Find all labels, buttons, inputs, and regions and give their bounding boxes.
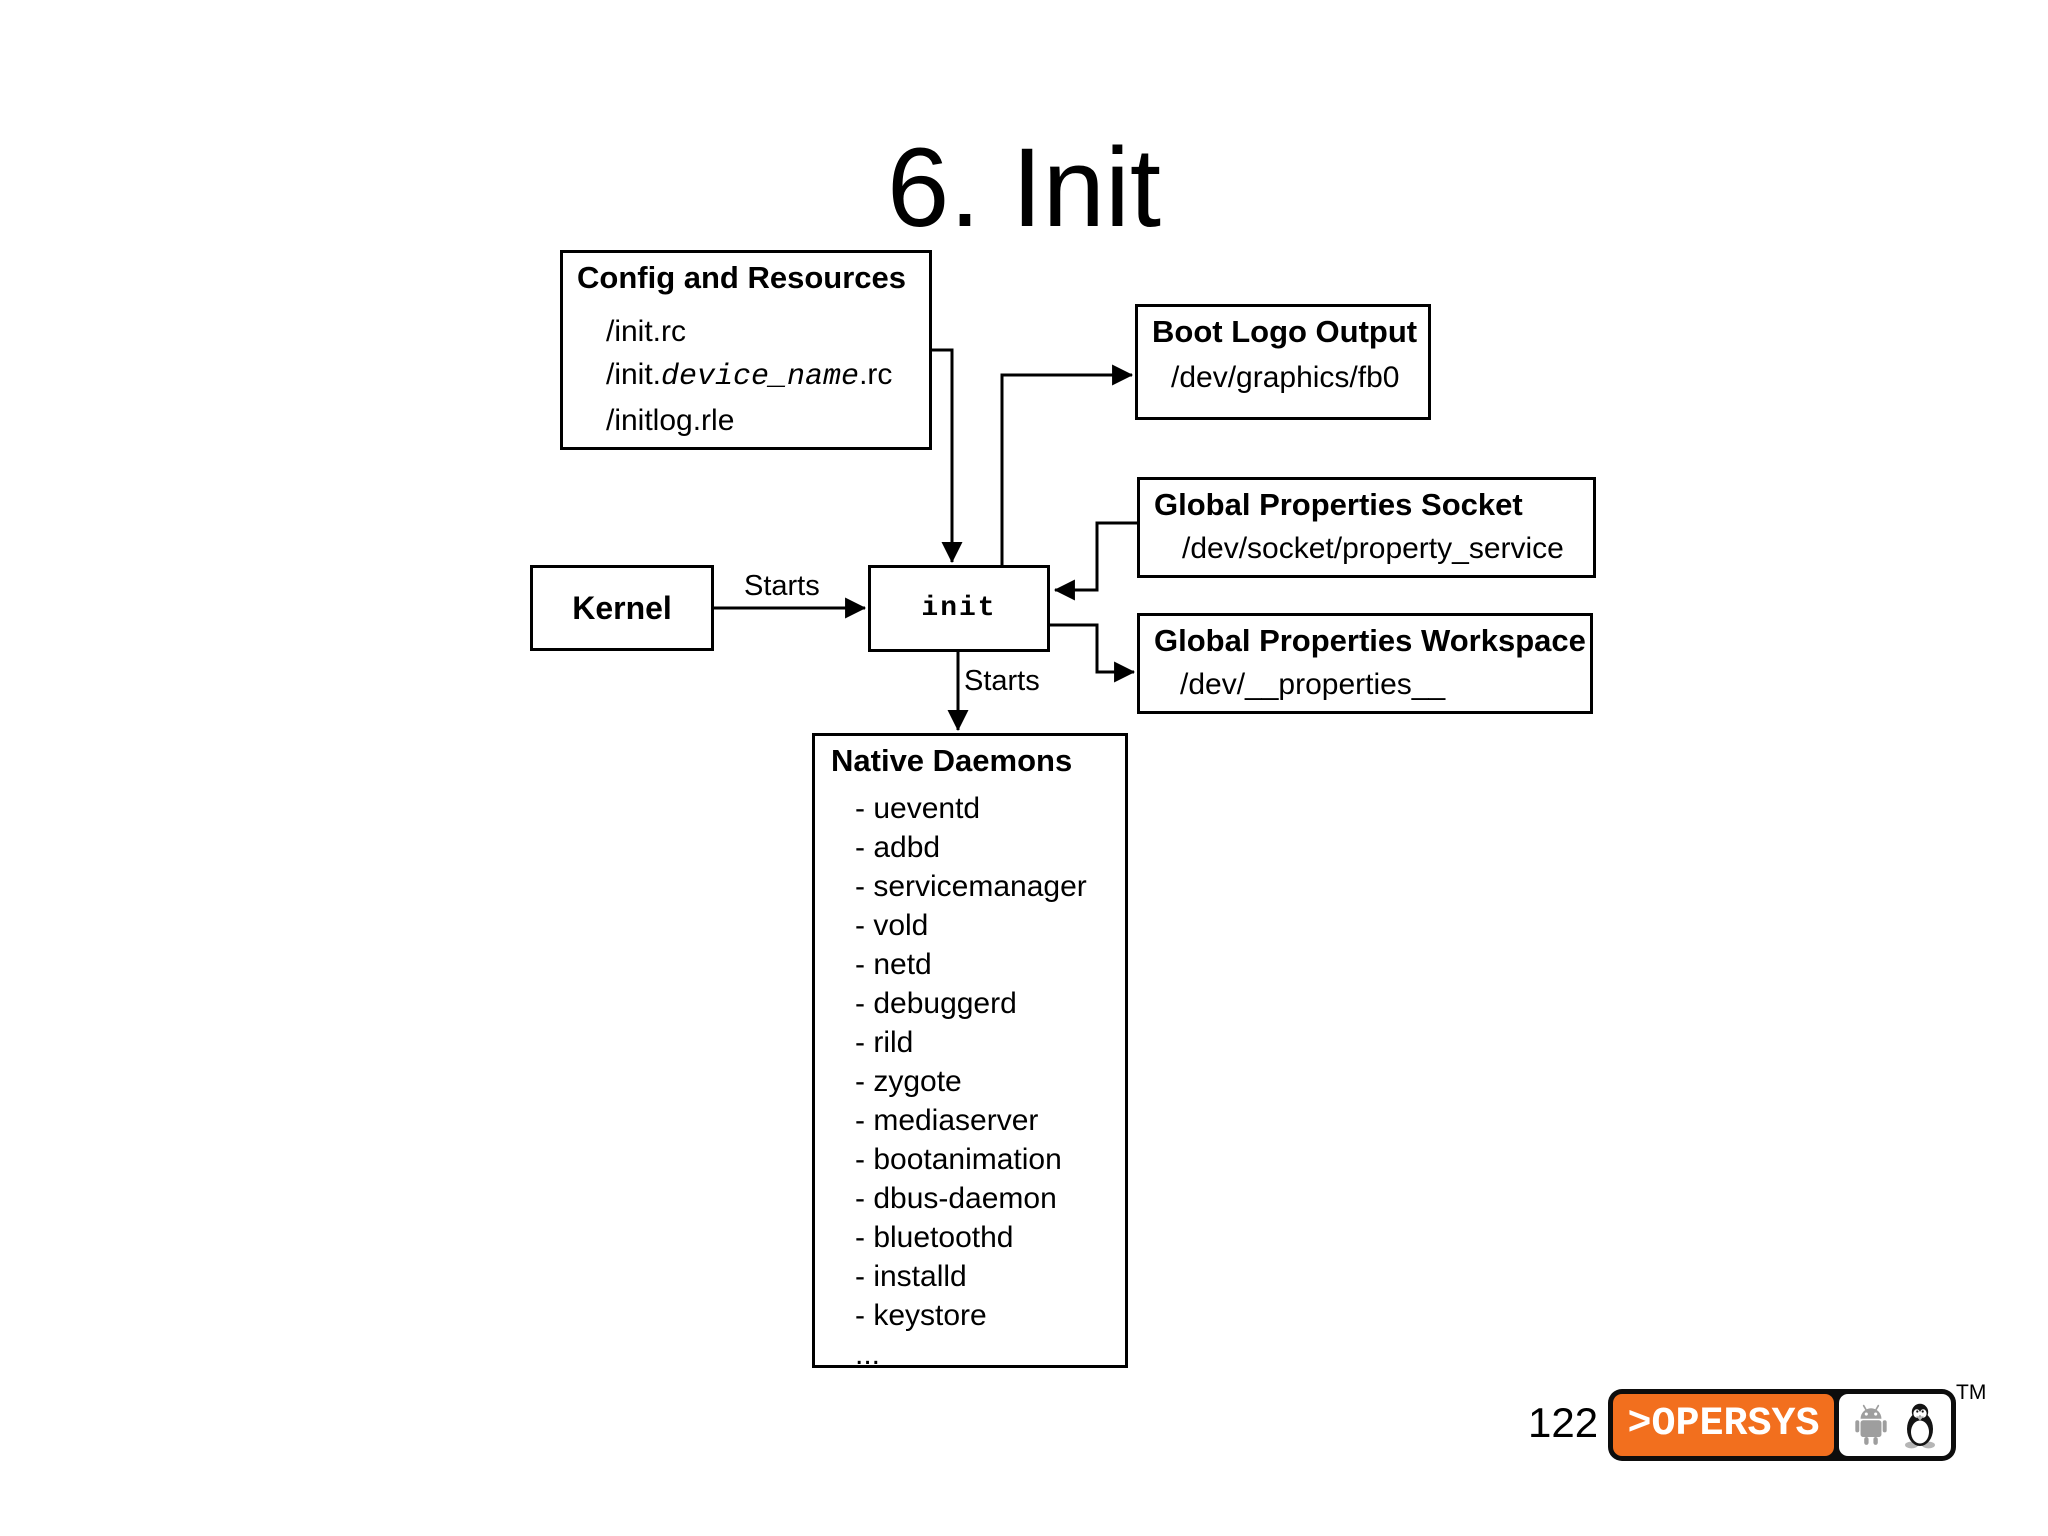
daemon-ueventd: - ueventd — [855, 791, 981, 825]
opersys-logo-wordmark-panel: >OPERSYS — [1613, 1394, 1834, 1456]
daemon-bootanimation: - bootanimation — [855, 1142, 1062, 1176]
connector-socket-to-init — [1053, 521, 1137, 601]
daemon-rild: - rild — [855, 1025, 914, 1059]
page-number: 122 — [1528, 1399, 1599, 1446]
daemon-mediaserver: - mediaserver — [855, 1103, 1039, 1137]
daemon-servicemanager: - servicemanager — [855, 869, 1087, 903]
daemon-adbd: - adbd — [855, 830, 941, 864]
starts-label-native: Starts — [964, 665, 1040, 697]
socket-device-path: /dev/socket/property_service — [1182, 531, 1564, 565]
opersys-logo: >OPERSYS — [1608, 1389, 1956, 1461]
native-daemons-title: Native Daemons — [831, 743, 1073, 778]
android-robot-icon — [1855, 1404, 1887, 1445]
config-resources-title: Config and Resources — [577, 260, 906, 295]
config-resources-box: Config and Resources /init.rc /init.devi… — [560, 250, 932, 450]
daemon-zygote: - zygote — [855, 1064, 962, 1098]
trademark-superscript: TM — [1956, 1381, 1987, 1404]
connector-init-to-workspace — [1050, 623, 1136, 683]
native-daemons-list: - ueventd - adbd - servicemanager - vold… — [815, 789, 1125, 1374]
config-item-init-device-rc: /init.device_name.rc — [606, 357, 893, 394]
global-properties-socket-box: Global Properties Socket /dev/socket/pro… — [1137, 477, 1596, 578]
opersys-brand-text: >OPERSYS — [1627, 1402, 1820, 1447]
slide-title: 6. Init — [887, 125, 1161, 250]
connector-config-to-init — [931, 348, 963, 564]
config-item-initlog-rle: /initlog.rle — [606, 403, 735, 437]
daemon-debuggerd: - debuggerd — [855, 986, 1017, 1020]
config-item-init-rc: /init.rc — [606, 314, 687, 348]
workspace-device-path: /dev/__properties__ — [1180, 667, 1446, 701]
boot-logo-device-path: /dev/graphics/fb0 — [1171, 360, 1400, 394]
opersys-logo-icons-panel — [1839, 1394, 1951, 1456]
device-name-placeholder: device_name — [661, 359, 860, 394]
starts-label-kernel: Starts — [744, 570, 820, 602]
global-properties-socket-title: Global Properties Socket — [1154, 487, 1523, 522]
daemon-keystore: - keystore — [855, 1298, 987, 1332]
native-daemons-box: Native Daemons - ueventd - adbd - servic… — [812, 733, 1128, 1371]
daemon-vold: - vold — [855, 908, 929, 942]
global-properties-workspace-box: Global Properties Workspace /dev/__prope… — [1137, 613, 1593, 714]
daemon-dbus-daemon: - dbus-daemon — [855, 1181, 1057, 1215]
boot-logo-output-box: Boot Logo Output /dev/graphics/fb0 — [1135, 304, 1431, 420]
boot-logo-output-title: Boot Logo Output — [1152, 314, 1418, 349]
daemon-bluetoothd: - bluetoothd — [855, 1220, 1014, 1254]
daemon-installd: - installd — [855, 1259, 967, 1293]
tux-penguin-icon — [1905, 1403, 1935, 1449]
init-box: init — [868, 565, 1050, 652]
kernel-label: Kernel — [572, 589, 672, 626]
kernel-box: Kernel — [530, 565, 714, 651]
daemon-ellipsis: ... — [855, 1337, 881, 1371]
daemon-netd: - netd — [855, 947, 932, 981]
init-label: init — [921, 593, 997, 624]
connector-init-to-bootlogo — [1000, 364, 1134, 565]
global-properties-workspace-title: Global Properties Workspace — [1154, 623, 1586, 658]
